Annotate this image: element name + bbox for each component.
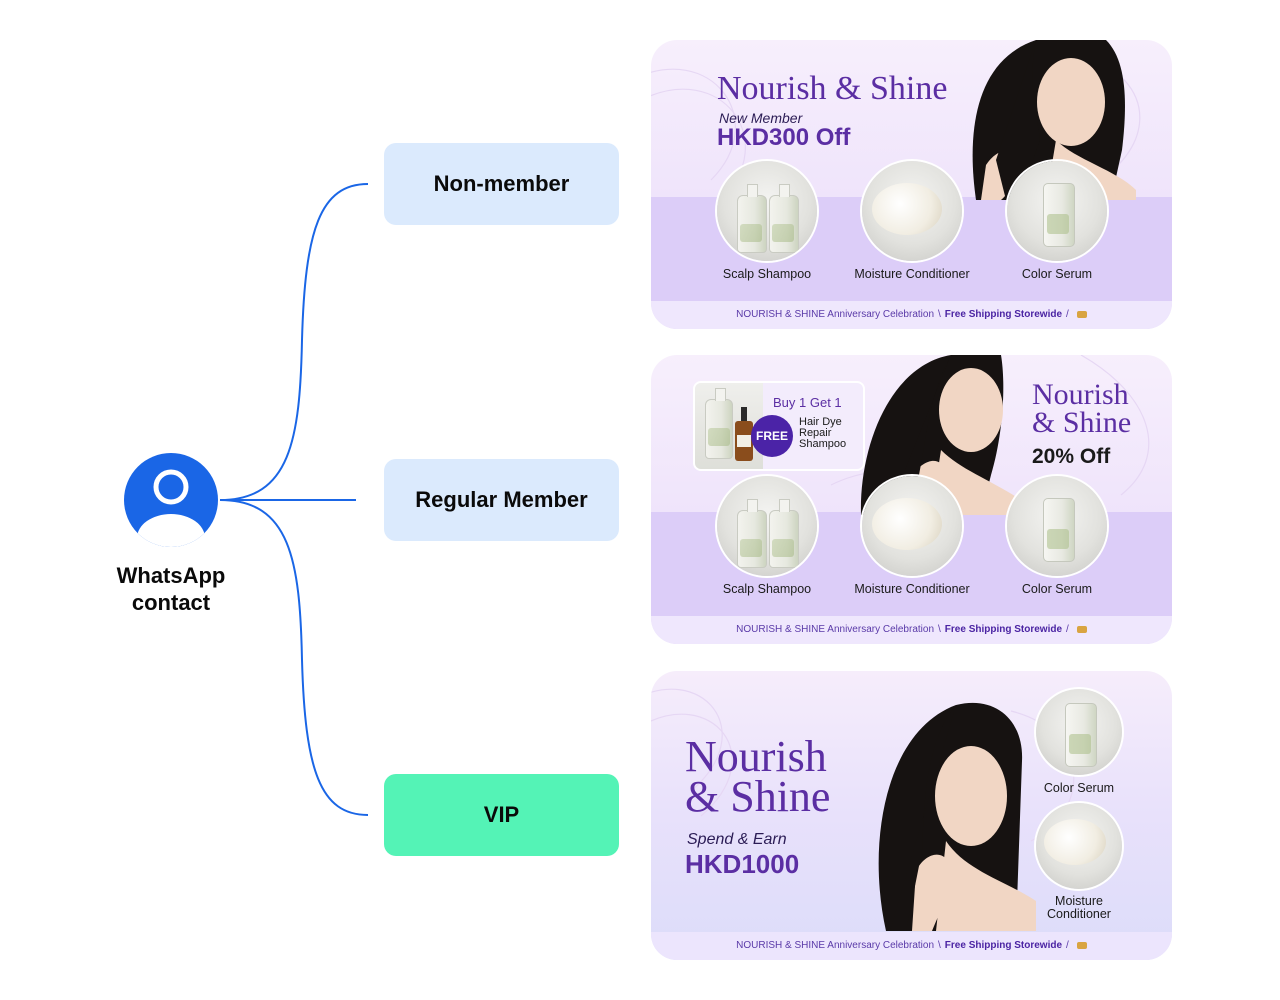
promo-card[interactable]: Buy 1 Get 1 FREE Hair Dye Repair Shampoo [693,381,865,471]
model-photo [972,40,1136,200]
serum-bottle-icon [1065,703,1097,767]
offer-subtitle: Spend & Earn [687,831,787,848]
offer-value: HKD300 Off [717,124,851,151]
product-label: Scalp Shampoo [722,582,812,596]
bottle-icon [769,184,799,253]
serum-bottle-icon [1043,183,1075,247]
product-label: Moisture Conditioner [1016,895,1142,921]
footer-separator: \ [938,624,941,635]
foam-jar-icon [1044,819,1106,865]
offer-value: HKD1000 [685,849,800,879]
product-color-serum[interactable]: Color Serum [1007,476,1107,596]
banner-footer: NOURISH & SHINE Anniversary Celebration\… [651,932,1172,960]
bottle-icon [705,388,733,459]
product-image [862,476,962,576]
offer-value: 20% Off [1032,445,1111,468]
segment-label: Regular Member [415,487,588,512]
product-image [862,161,962,261]
foam-jar-icon [872,183,942,235]
delivery-icon [1076,310,1087,318]
product-image [717,476,817,576]
banner-non-member[interactable]: Nourish & Shine New Member HKD300 Off Sc… [651,40,1172,329]
bottle-icon [769,499,799,568]
segment-vip[interactable]: VIP [384,774,619,856]
product-moisture-conditioner[interactable]: Moisture Conditioner [1036,803,1122,921]
connector-vip [219,499,369,816]
offer-subtitle: New Member [719,110,803,126]
promo-product-photo [695,383,763,469]
footer-celebration: NOURISH & SHINE Anniversary Celebration [736,940,935,951]
product-label: Scalp Shampoo [722,267,812,281]
footer-slash: / [1066,940,1069,951]
product-label-line1: Moisture [1055,894,1103,908]
banner-vip[interactable]: Nourish & Shine Spend & Earn HKD1000 Col… [651,671,1172,960]
user-avatar-icon [124,453,218,547]
footer-slash: / [1066,624,1069,635]
product-label: Color Serum [1043,781,1115,795]
banner-regular-member[interactable]: Buy 1 Get 1 FREE Hair Dye Repair Shampoo… [651,355,1172,644]
product-moisture-conditioner[interactable]: Moisture Conditioner [854,476,970,596]
banner-footer: NOURISH & SHINE Anniversary Celebration\… [651,301,1172,329]
brand-line1: Nourish [1032,378,1129,411]
promo-line2: Repair [799,427,832,439]
promo-line1: Hair Dye [799,416,842,428]
footer-separator: \ [938,309,941,320]
segment-label: VIP [483,802,520,827]
product-label: Moisture Conditioner [854,582,970,596]
product-scalp-shampoo[interactable]: Scalp Shampoo [717,161,817,281]
delivery-icon [1076,625,1087,633]
brand-title: Nourish & Shine [717,70,948,107]
bottle-icon [737,184,767,253]
contact-label-line1: WhatsApp [116,563,226,588]
brand-title: Nourish & Shine [1032,378,1132,439]
footer-shipping: Free Shipping Storewide [944,940,1063,951]
bottle-icon [737,499,767,568]
brand-line2: & Shine [685,772,831,821]
promo-description: Hair Dye Repair Shampoo [799,417,846,450]
product-label: Color Serum [1021,582,1093,596]
product-label: Moisture Conditioner [854,267,970,281]
dropper-bottle-icon [735,407,753,461]
product-moisture-conditioner[interactable]: Moisture Conditioner [854,161,970,281]
contact-label: WhatsApp contact [95,562,247,616]
model-photo [878,702,1036,931]
product-image [1036,689,1122,775]
footer-celebration: NOURISH & SHINE Anniversary Celebration [736,309,935,320]
product-color-serum[interactable]: Color Serum [1036,689,1122,795]
segment-label: Non-member [433,171,570,196]
brand-line1: Nourish [685,732,827,781]
brand-title: Nourish & Shine [685,732,831,821]
product-label-line2: Conditioner [1047,907,1111,921]
brand-line2: & Shine [1032,406,1132,439]
footer-shipping: Free Shipping Storewide [944,624,1063,635]
footer-slash: / [1066,309,1069,320]
delivery-icon [1076,941,1087,949]
free-badge: FREE [751,415,793,457]
connector-non-member [219,183,369,501]
promo-title: Buy 1 Get 1 [773,395,842,410]
product-image [1007,476,1107,576]
product-color-serum[interactable]: Color Serum [1007,161,1107,281]
product-image [717,161,817,261]
footer-shipping: Free Shipping Storewide [944,309,1063,320]
footer-separator: \ [938,940,941,951]
promo-line3: Shampoo [799,438,847,450]
segment-non-member[interactable]: Non-member [384,143,619,225]
footer-celebration: NOURISH & SHINE Anniversary Celebration [736,624,935,635]
serum-bottle-icon [1043,498,1075,562]
product-scalp-shampoo[interactable]: Scalp Shampoo [717,476,817,596]
product-image [1036,803,1122,889]
contact-label-line2: contact [131,590,211,615]
product-label: Color Serum [1021,267,1093,281]
banner-footer: NOURISH & SHINE Anniversary Celebration\… [651,616,1172,644]
segment-regular-member[interactable]: Regular Member [384,459,619,541]
foam-jar-icon [872,498,942,550]
product-image [1007,161,1107,261]
